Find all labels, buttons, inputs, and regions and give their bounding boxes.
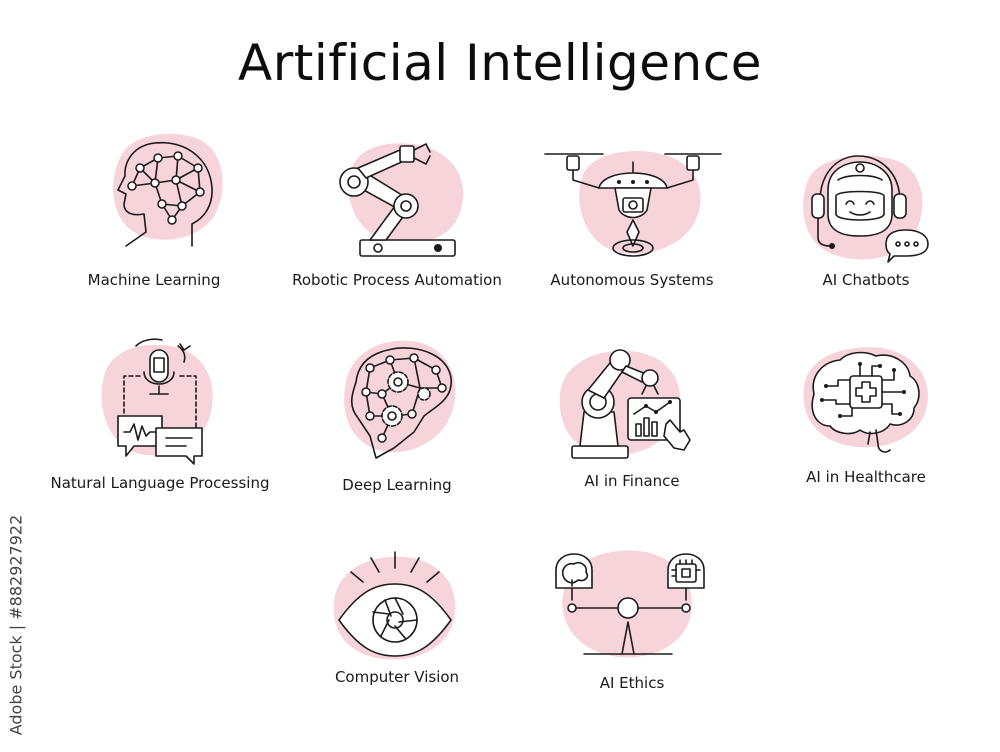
label-computer-vision: Computer Vision — [334, 668, 460, 686]
microphone-speech-icon — [101, 338, 213, 465]
label-autonomous-systems: Autonomous Systems — [550, 271, 714, 289]
label-ai-in-finance: AI in Finance — [584, 472, 680, 490]
label-natural-language-processing: Natural Language Processing — [50, 474, 270, 492]
label-ai-in-healthcare: AI in Healthcare — [806, 468, 926, 486]
head-neural-network-icon — [113, 133, 223, 247]
brain-circuit-cross-icon — [803, 347, 928, 453]
label-robotic-process-automation: Robotic Process Automation — [292, 271, 502, 289]
chatbot-headset-icon — [803, 155, 929, 263]
brain-gears-icon — [344, 340, 456, 459]
label-ai-chatbots: AI Chatbots — [822, 271, 910, 289]
page-title: Artificial Intelligence — [238, 34, 762, 92]
drone-icon — [544, 151, 722, 257]
label-ai-ethics: AI Ethics — [599, 674, 665, 692]
eye-aperture-icon — [333, 551, 456, 660]
robotic-arm-icon — [339, 143, 464, 257]
watermark-text: Adobe Stock | #882927922 — [6, 514, 26, 736]
label-machine-learning: Machine Learning — [87, 271, 221, 289]
balance-scale-icon — [555, 550, 705, 658]
robot-arm-chart-icon — [559, 349, 691, 459]
label-deep-learning: Deep Learning — [342, 476, 452, 494]
